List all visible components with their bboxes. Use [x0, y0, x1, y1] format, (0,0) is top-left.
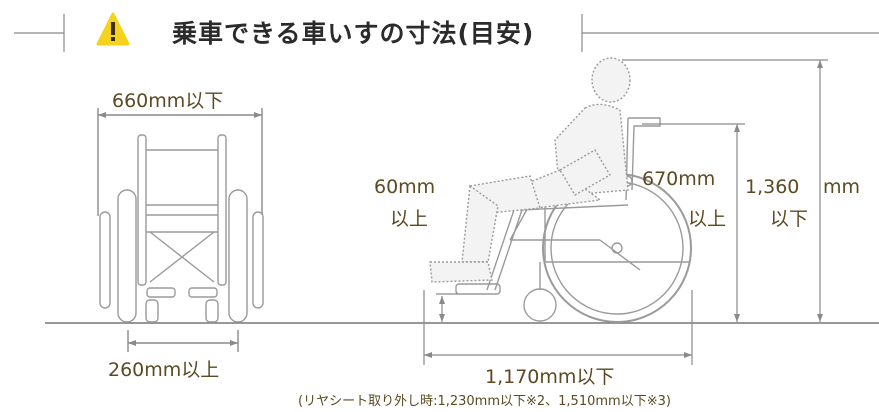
page-title: 乗車できる車いすの寸法(目安) — [172, 19, 535, 48]
length-label: 1,170mm以下 — [485, 366, 615, 388]
length-note: (リヤシート取り外し時:1,230mm以下※2、1,510mm以下※3) — [298, 394, 671, 409]
wheel-track-label: 260mm以上 — [108, 359, 220, 381]
seat-height-value: 670mm — [642, 168, 716, 190]
total-height-suffix: 以下 — [770, 208, 809, 230]
seated-person-silhouette — [429, 57, 631, 283]
side-dimensions — [423, 59, 828, 365]
front-view-wheelchair — [97, 108, 264, 352]
seat-height-suffix: 以上 — [688, 208, 727, 230]
total-height-unit: mm — [823, 176, 861, 198]
total-height-value: 1,360 — [745, 176, 800, 198]
footrest-clearance-value: 60mm — [374, 176, 436, 198]
footrest-clearance-suffix: 以上 — [390, 208, 429, 230]
width-label: 660mm以下 — [112, 90, 224, 112]
warning-icon — [96, 12, 130, 46]
